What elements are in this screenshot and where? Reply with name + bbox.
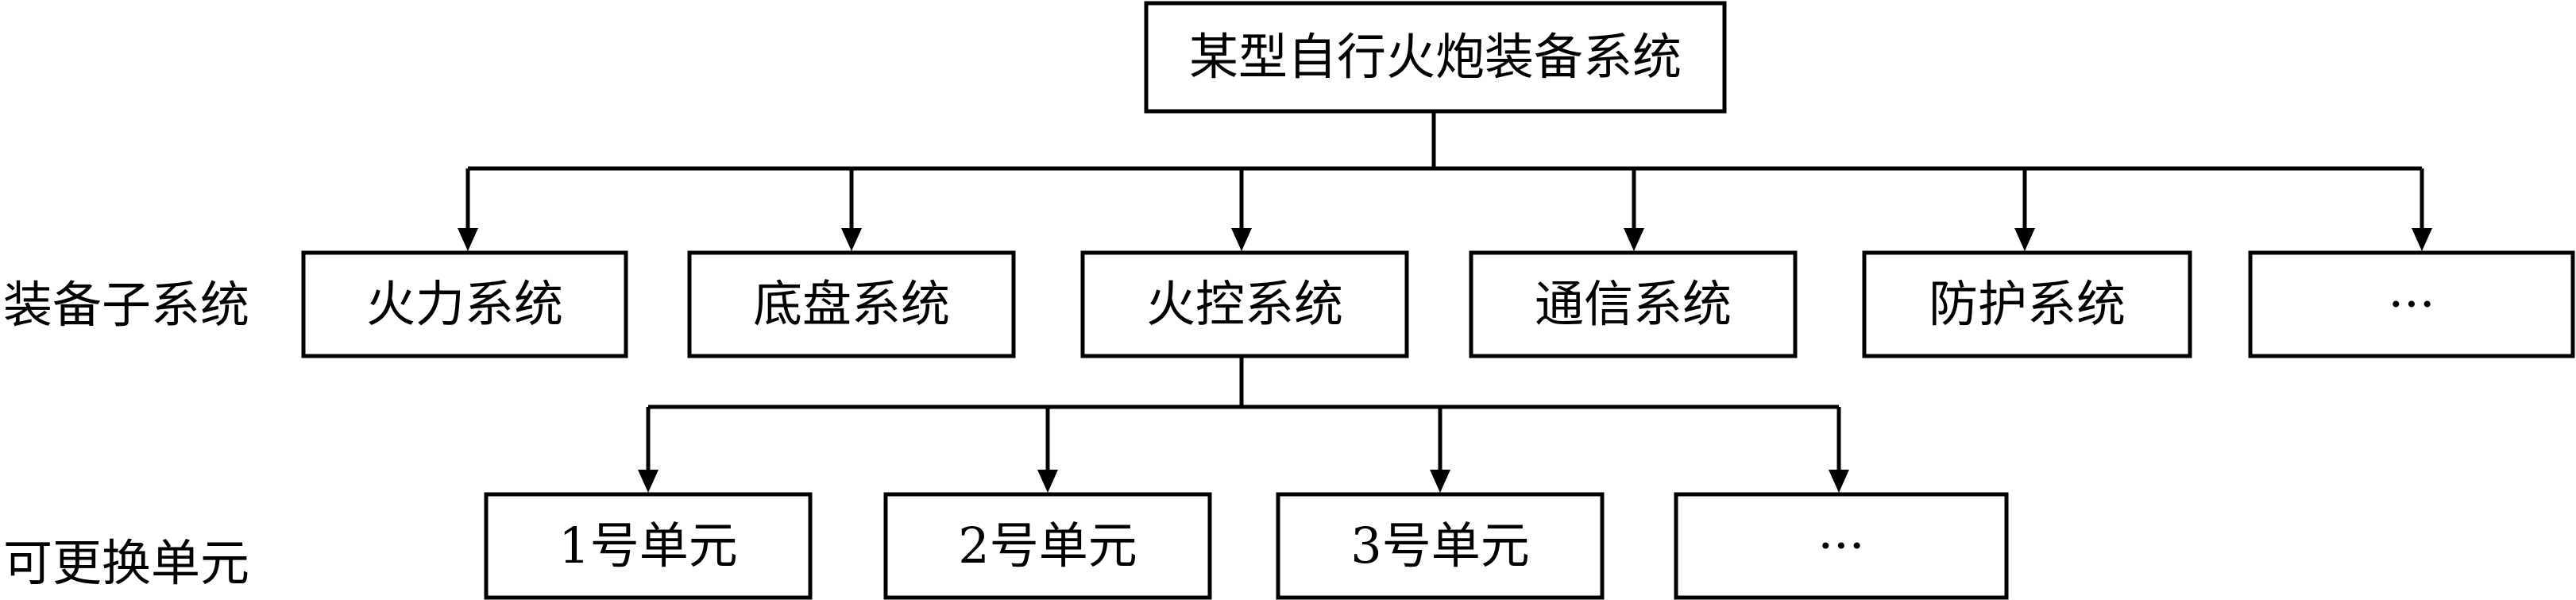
unit-node: 1号单元 bbox=[484, 492, 813, 600]
arrowhead-subsystem-5 bbox=[2014, 228, 2035, 251]
arrowhead-unit-1 bbox=[638, 470, 658, 493]
subsystem-label: 通信系统 bbox=[1535, 275, 1732, 333]
unit-node: ··· bbox=[1674, 492, 2009, 600]
unit-label: 3号单元 bbox=[1350, 517, 1529, 575]
arrowhead-unit-2 bbox=[1037, 470, 1058, 493]
subsystem-label: 防护系统 bbox=[1929, 275, 2126, 333]
unit-label: 2号单元 bbox=[958, 517, 1137, 575]
row-label-subsystems: 装备子系统 bbox=[3, 276, 249, 334]
unit-label: ··· bbox=[1817, 517, 1864, 575]
subsystem-node: ··· bbox=[2248, 250, 2575, 358]
subsystem-node: 通信系统 bbox=[1469, 250, 1798, 358]
subsystem-node: 底盘系统 bbox=[687, 250, 1016, 358]
arrowhead-subsystem-6 bbox=[2412, 228, 2432, 251]
arrowhead-subsystem-4 bbox=[1624, 228, 1644, 251]
connectors bbox=[458, 111, 2432, 493]
arrowhead-unit-4 bbox=[1829, 470, 1849, 493]
subsystem-node: 火控系统 bbox=[1080, 250, 1409, 358]
arrowhead-subsystem-2 bbox=[841, 228, 862, 251]
subsystem-label: 火力系统 bbox=[366, 275, 563, 333]
subsystem-label: 底盘系统 bbox=[753, 275, 950, 333]
unit-node: 3号单元 bbox=[1276, 492, 1605, 600]
row-label-units: 可更换单元 bbox=[3, 534, 249, 592]
subsystem-node: 防护系统 bbox=[1862, 250, 2192, 358]
subsystem-node: 火力系统 bbox=[301, 250, 628, 358]
arrowhead-unit-3 bbox=[1430, 470, 1450, 493]
subsystem-label: ··· bbox=[2388, 275, 2435, 333]
root-node: 某型自行火炮装备系统 bbox=[1144, 1, 1727, 114]
subsystem-label: 火控系统 bbox=[1146, 275, 1343, 333]
unit-node: 2号单元 bbox=[883, 492, 1212, 600]
arrowhead-subsystem-1 bbox=[458, 228, 478, 251]
unit-label: 1号单元 bbox=[558, 517, 737, 575]
arrowhead-subsystem-3 bbox=[1231, 228, 1252, 251]
root-node-label: 某型自行火炮装备系统 bbox=[1189, 28, 1682, 86]
